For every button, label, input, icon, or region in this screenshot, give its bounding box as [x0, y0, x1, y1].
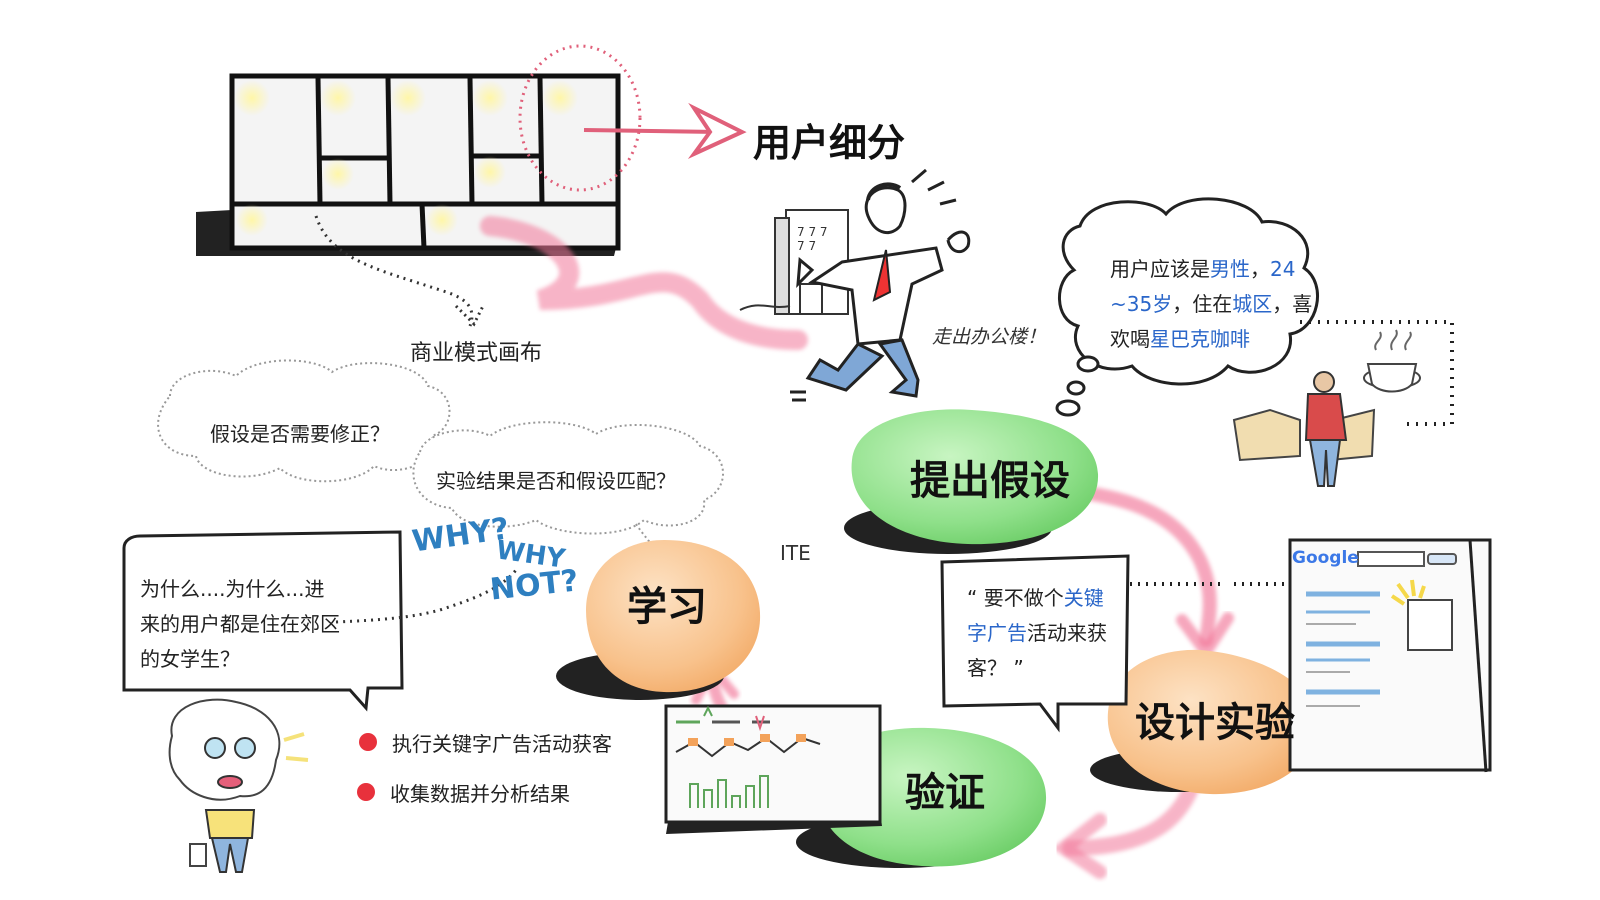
pink-squiggle-arrow: [480, 216, 808, 350]
man-figure-icon: [1232, 371, 1376, 487]
thought-cloud: [1058, 197, 1319, 386]
question-result-match: 实验结果是否和假设匹配？: [436, 469, 676, 493]
coffee-cup-icon: [1363, 329, 1421, 393]
arrow-icon: [583, 102, 747, 160]
running-man-icon: [790, 168, 971, 402]
woman-figure-icon: [168, 698, 309, 873]
google-search-page-icon: [1288, 538, 1492, 773]
blob-learn: [586, 540, 761, 693]
bullet-item-run-ads: 执行关键字广告活动获客: [392, 732, 612, 756]
blob-design: [1107, 649, 1317, 795]
svg-text:7 7: 7 7: [797, 239, 816, 253]
google-logo: Google: [1292, 548, 1359, 568]
cycle-step-hypothesis: 提出假设: [910, 458, 1070, 504]
question-cloud-match: [412, 421, 724, 535]
why-speech-bubble: [122, 530, 404, 712]
ad-question-bubble: [940, 554, 1130, 733]
bullet-dot-icon: [357, 783, 375, 801]
business-model-canvas: [196, 73, 621, 256]
cycle-step-design: 设计实验: [1135, 700, 1295, 746]
caption-pointer: [314, 215, 474, 327]
customer-segment-title: 用户细分: [753, 121, 906, 165]
question-cloud-modify: [157, 359, 451, 483]
bullet-dot-icon: [359, 733, 377, 751]
ite-mark: ITE: [780, 541, 811, 565]
question-modify-hypothesis: 假设是否需要修正？: [210, 422, 390, 446]
cycle-step-learn: 学习: [627, 584, 707, 630]
cycle-arrow-to-design: [1073, 485, 1217, 647]
analytics-chart-icon: [664, 704, 882, 834]
blob-hypothesis: [851, 409, 1099, 545]
office-building-icon: 7 7 7 7 7: [739, 209, 849, 315]
out-of-office-caption: 走出办公楼！: [932, 326, 1047, 348]
bullet-item-collect-data: 收集数据并分析结果: [390, 782, 570, 806]
why-question-text: 为什么....为什么...进来的用户都是住在郊区的女学生？: [140, 577, 340, 671]
segment-highlight-circle: [518, 44, 642, 192]
ad-question-text: “ 要不做个关键字广告活动来获客？ ”: [967, 586, 1107, 680]
svg-text:7 7 7: 7 7 7: [797, 225, 828, 239]
cycle-step-verify: 验证: [905, 770, 985, 816]
business-model-canvas-caption: 商业模式画布: [410, 341, 543, 366]
user-hypothesis-text: 用户应该是男性，24 ~35岁，住在城区，喜欢喝星巴克咖啡: [1110, 257, 1313, 351]
